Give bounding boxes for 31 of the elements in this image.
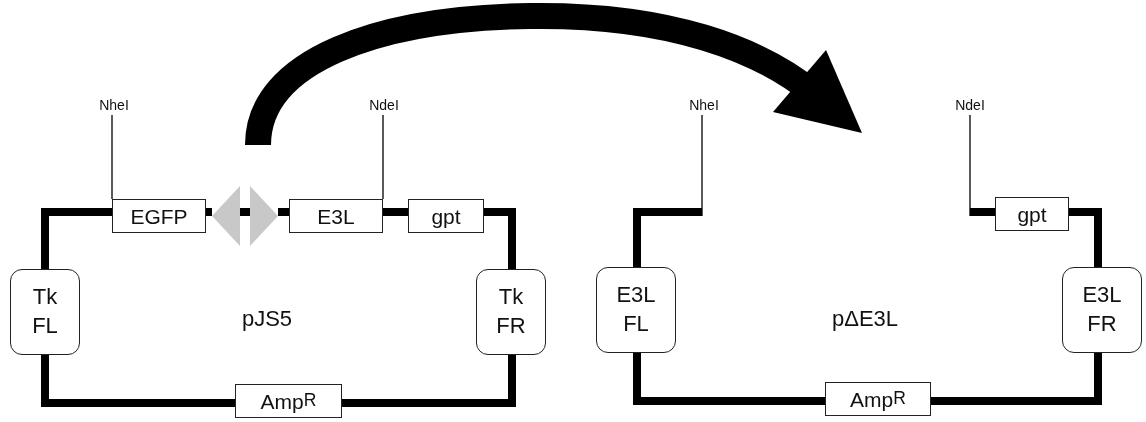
plasmid-backbone (633, 353, 825, 405)
plasmid-backbone (383, 208, 408, 216)
promoter-triangle (212, 186, 240, 246)
plasmid-name: pΔE3L (815, 304, 915, 334)
plasmid-backbone (41, 208, 112, 269)
plasmid-backbone (484, 208, 516, 269)
leader-line (701, 114, 703, 217)
gene-box: E3L (289, 199, 383, 233)
plasmid-name: pJS5 (225, 304, 309, 334)
gene-box: EGFP (112, 199, 206, 233)
gene-box: gpt (408, 199, 484, 233)
plasmid-backbone (278, 208, 289, 216)
leader-line (111, 114, 113, 200)
leader-line (969, 114, 971, 217)
flank-box: Tk FR (476, 269, 546, 355)
plasmid-backbone (41, 355, 235, 407)
plasmid-backbone (1069, 208, 1102, 267)
plasmid-backbone (931, 353, 1102, 405)
gene-box: gpt (995, 197, 1069, 231)
plasmid-backbone (206, 208, 212, 216)
enzyme-site-label: NheI (92, 95, 136, 115)
flank-box: E3L FR (1062, 267, 1142, 353)
enzyme-site-label: NheI (682, 95, 726, 115)
plasmid-backbone (240, 208, 250, 216)
plasmid-backbone (342, 355, 516, 407)
leader-line (382, 114, 384, 200)
enzyme-site-label: NdeI (362, 95, 406, 115)
promoter-triangle (250, 186, 278, 246)
enzyme-site-label: NdeI (948, 95, 992, 115)
flank-box: Tk FL (10, 269, 80, 355)
flank-box: E3L FL (596, 267, 676, 353)
